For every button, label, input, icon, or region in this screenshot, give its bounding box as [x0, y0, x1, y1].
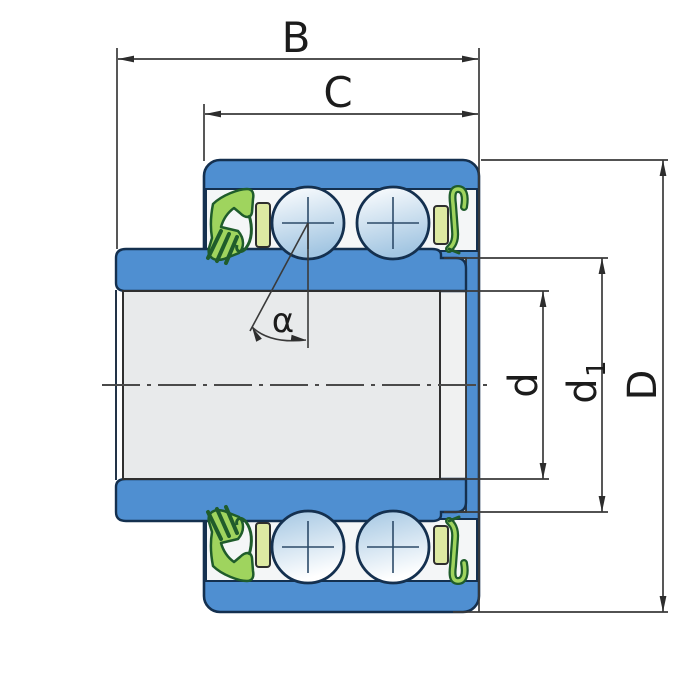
contact-angle-label: α: [272, 301, 294, 341]
dimension-b-label: B: [282, 13, 311, 62]
dimension-b: B: [116, 13, 480, 612]
ball-top-right: [355, 185, 431, 261]
dimension-d-outer: D: [453, 159, 668, 613]
dimension-d1-label-sub: 1: [582, 360, 612, 377]
ball-bottom-left: [270, 509, 346, 585]
dimension-d-bore-label: d: [501, 372, 547, 397]
dimension-c: C: [203, 68, 478, 161]
seal-top-left: [206, 187, 255, 265]
ball-bottom-right: [355, 509, 431, 585]
cage-top-right: [433, 205, 449, 245]
dimension-d1-shoulder: d 1: [444, 257, 612, 513]
seal-bottom-left: [206, 505, 255, 583]
cage-bottom-right: [433, 525, 449, 565]
dimension-d-bore: d: [441, 290, 549, 480]
dimension-d1-label-base: d: [560, 378, 606, 403]
cage-bottom-left: [255, 522, 271, 568]
seal-bottom-right: [445, 515, 469, 586]
cage-top-left: [255, 202, 271, 248]
dimension-d-outer-label: D: [620, 370, 666, 401]
seal-top-right: [445, 184, 469, 255]
dimension-c-label: C: [323, 68, 352, 117]
contact-angle-annotation: α: [249, 222, 309, 348]
